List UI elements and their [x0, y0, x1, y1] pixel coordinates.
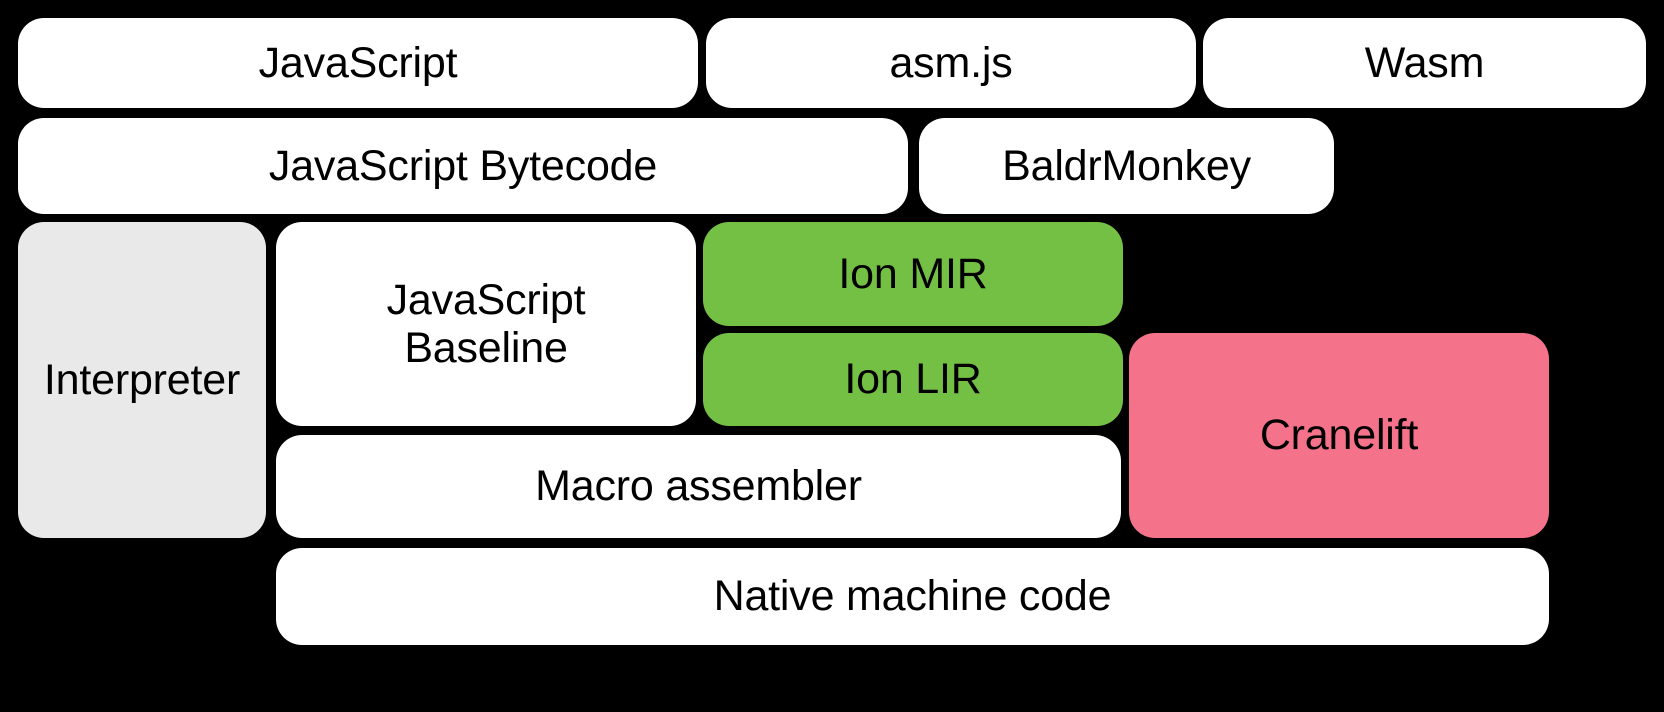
node-ion-lir[interactable]: Ion LIR [703, 333, 1123, 426]
node-asm-js[interactable]: asm.js [706, 18, 1196, 108]
node-native-machine-code[interactable]: Native machine code [276, 548, 1549, 645]
node-javascript-bytecode[interactable]: JavaScript Bytecode [18, 118, 908, 214]
node-macro-assembler[interactable]: Macro assembler [276, 435, 1121, 538]
node-cranelift[interactable]: Cranelift [1129, 333, 1549, 538]
node-ion-mir[interactable]: Ion MIR [703, 222, 1123, 326]
node-baldrmonkey[interactable]: BaldrMonkey [919, 118, 1334, 214]
node-wasm[interactable]: Wasm [1203, 18, 1646, 108]
node-javascript-baseline[interactable]: JavaScript Baseline [276, 222, 696, 426]
node-interpreter[interactable]: Interpreter [18, 222, 266, 538]
node-javascript[interactable]: JavaScript [18, 18, 698, 108]
